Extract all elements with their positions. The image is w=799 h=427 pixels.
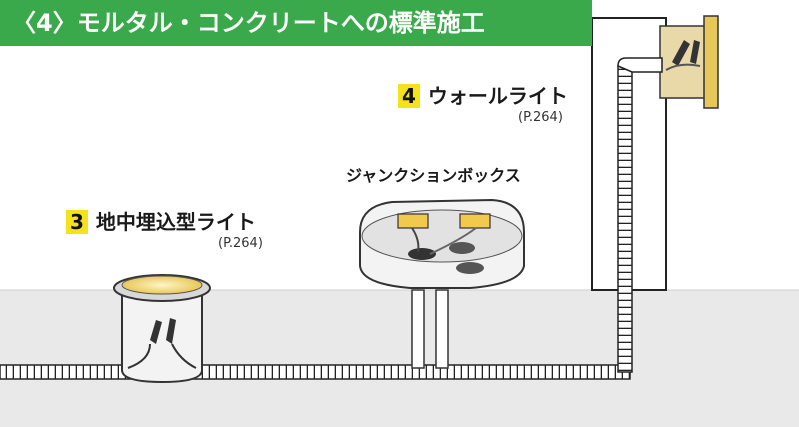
junction-box-label: ジャンクションボックス — [346, 166, 521, 185]
wall-light-number: 4 — [398, 84, 420, 108]
ground-light-fixture — [113, 274, 211, 384]
wall-light-label: 4 ウォールライト — [398, 80, 568, 109]
junction-box — [359, 198, 525, 369]
ground — [0, 290, 799, 427]
page-title: 〈4〉モルタル・コンクリートへの標準施工 — [0, 0, 592, 46]
wall-light-page: (P.264) — [518, 110, 563, 125]
conduit-horizontal — [0, 364, 631, 380]
ground-light-label: 3 地中埋込型ライト — [66, 206, 256, 235]
ground-light-name: 地中埋込型ライト — [95, 210, 256, 234]
ground-light-page: (P.264) — [218, 236, 263, 251]
conduit-wall — [617, 65, 633, 373]
ground-light-number: 3 — [66, 210, 88, 234]
wall-light-fixture — [659, 15, 719, 109]
wall-light-name: ウォールライト — [427, 84, 568, 108]
